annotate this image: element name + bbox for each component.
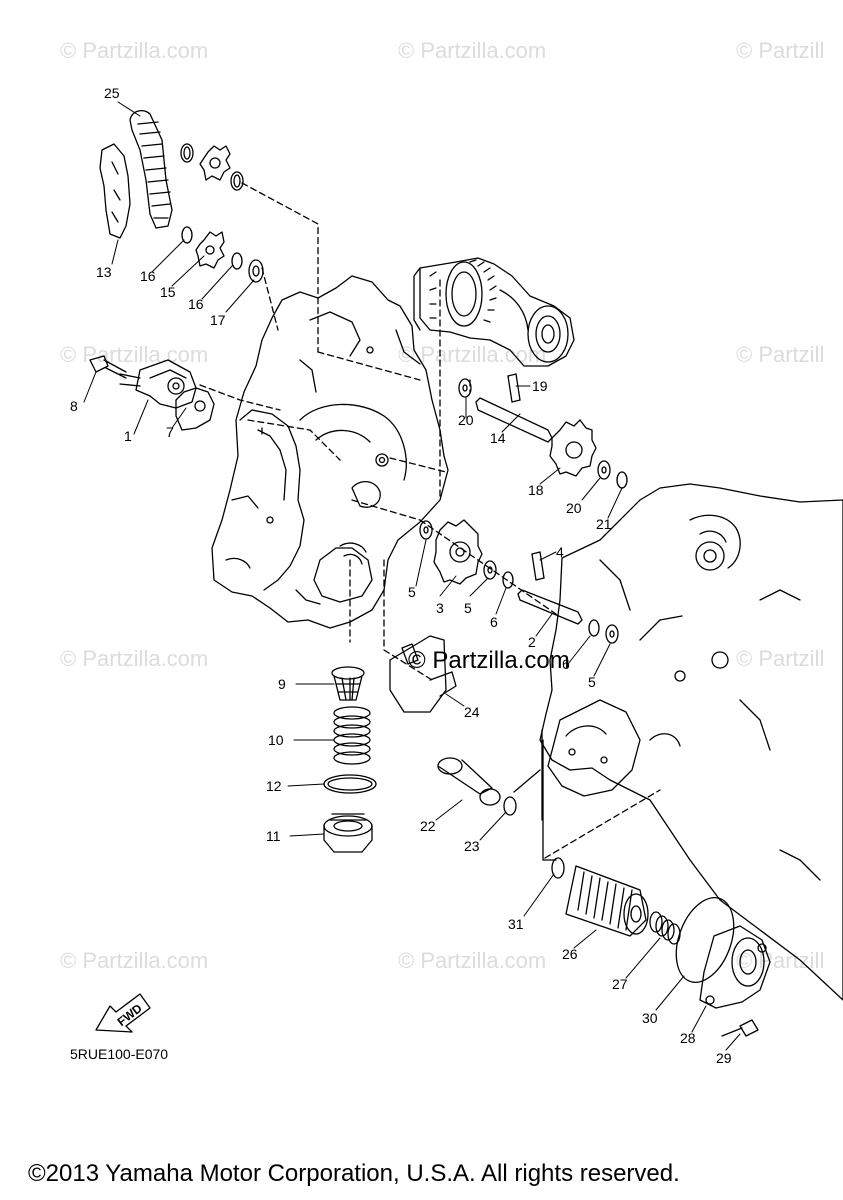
watermark: © Partzilla.com: [60, 948, 209, 973]
callout-2: 2: [528, 634, 536, 650]
watermark: © Partzilla.com: [398, 38, 547, 63]
oil-filter: [551, 857, 649, 937]
callout-13: 13: [96, 264, 112, 280]
watermark: © Partzilla.com: [60, 38, 209, 63]
callout-18: 18: [528, 482, 544, 498]
watermark: © Partzill: [736, 38, 825, 63]
filter-assembly-line: [544, 789, 661, 859]
callout-5c: 5: [588, 674, 596, 690]
center-watermark: © Partzilla.com: [408, 647, 570, 674]
relief-valve: [437, 729, 543, 821]
callout-19: 19: [532, 378, 548, 394]
callout-29: 29: [716, 1050, 732, 1066]
callout-25: 25: [104, 85, 120, 101]
callout-6b: 6: [562, 656, 570, 672]
cam-chain: [129, 109, 173, 229]
callout-11: 11: [266, 828, 281, 844]
gear-18: [549, 419, 628, 489]
filter-cover: [699, 925, 771, 1037]
callout-16b: 16: [188, 296, 204, 312]
fwd-arrow-icon: [95, 993, 151, 1033]
balancer-shaft: [413, 257, 575, 367]
callout-17: 17: [210, 312, 226, 328]
callout-9: 9: [278, 676, 286, 692]
callout-1: 1: [124, 428, 132, 444]
assembly-lines: [199, 182, 557, 681]
callout-5a: 5: [408, 584, 416, 600]
watermark: © Partzill: [736, 646, 825, 671]
callout-27: 27: [612, 976, 628, 992]
drain-plug: [323, 813, 373, 853]
watermark: © Partzill: [736, 342, 825, 367]
sprockets-lower: [181, 226, 264, 283]
callout-31: 31: [508, 916, 524, 932]
baffle-plate: [389, 635, 457, 713]
callout-4: 4: [556, 544, 564, 560]
shaft-14: [458, 373, 553, 443]
callout-15: 15: [160, 284, 176, 300]
filter-spring: [649, 911, 681, 945]
shaft-2: [517, 551, 619, 644]
callout-20a: 20: [458, 412, 474, 428]
watermark: © Partzilla.com: [60, 342, 209, 367]
callout-6a: 6: [490, 614, 498, 630]
callout-22: 22: [420, 818, 436, 834]
callout-5b: 5: [464, 600, 472, 616]
oil-pump: [89, 355, 215, 431]
drain-spring: [333, 706, 371, 765]
callout-14: 14: [490, 430, 506, 446]
callout-24: 24: [464, 704, 480, 720]
copyright-notice: ©2013 Yamaha Motor Corporation, U.S.A. A…: [28, 1160, 680, 1187]
leader-lines: [83, 101, 741, 1051]
callout-30: 30: [642, 1010, 658, 1026]
callout-21: 21: [596, 516, 612, 532]
crankcase-left: [211, 275, 449, 629]
callout-8: 8: [70, 398, 78, 414]
watermark: © Partzilla.com: [60, 646, 209, 671]
callout-23: 23: [464, 838, 480, 854]
crankcase-right: [539, 483, 843, 1001]
circlip-upper: [180, 143, 244, 191]
callout-3: 3: [436, 600, 444, 616]
o-ring-12: [323, 774, 377, 794]
callout-10: 10: [268, 732, 284, 748]
callout-7: 7: [166, 424, 174, 440]
drain-strainer: [331, 666, 365, 701]
gear-3-assembly: [419, 519, 514, 589]
callout-26: 26: [562, 946, 578, 962]
callout-28: 28: [680, 1030, 696, 1046]
diagram-code: 5RUE100-E070: [70, 1046, 169, 1062]
chain-guide: [99, 143, 131, 239]
callout-20b: 20: [566, 500, 582, 516]
cover-o-ring: [675, 897, 735, 983]
callout-16a: 16: [140, 268, 156, 284]
callout-12: 12: [266, 778, 282, 794]
watermark: © Partzilla.com: [398, 948, 547, 973]
